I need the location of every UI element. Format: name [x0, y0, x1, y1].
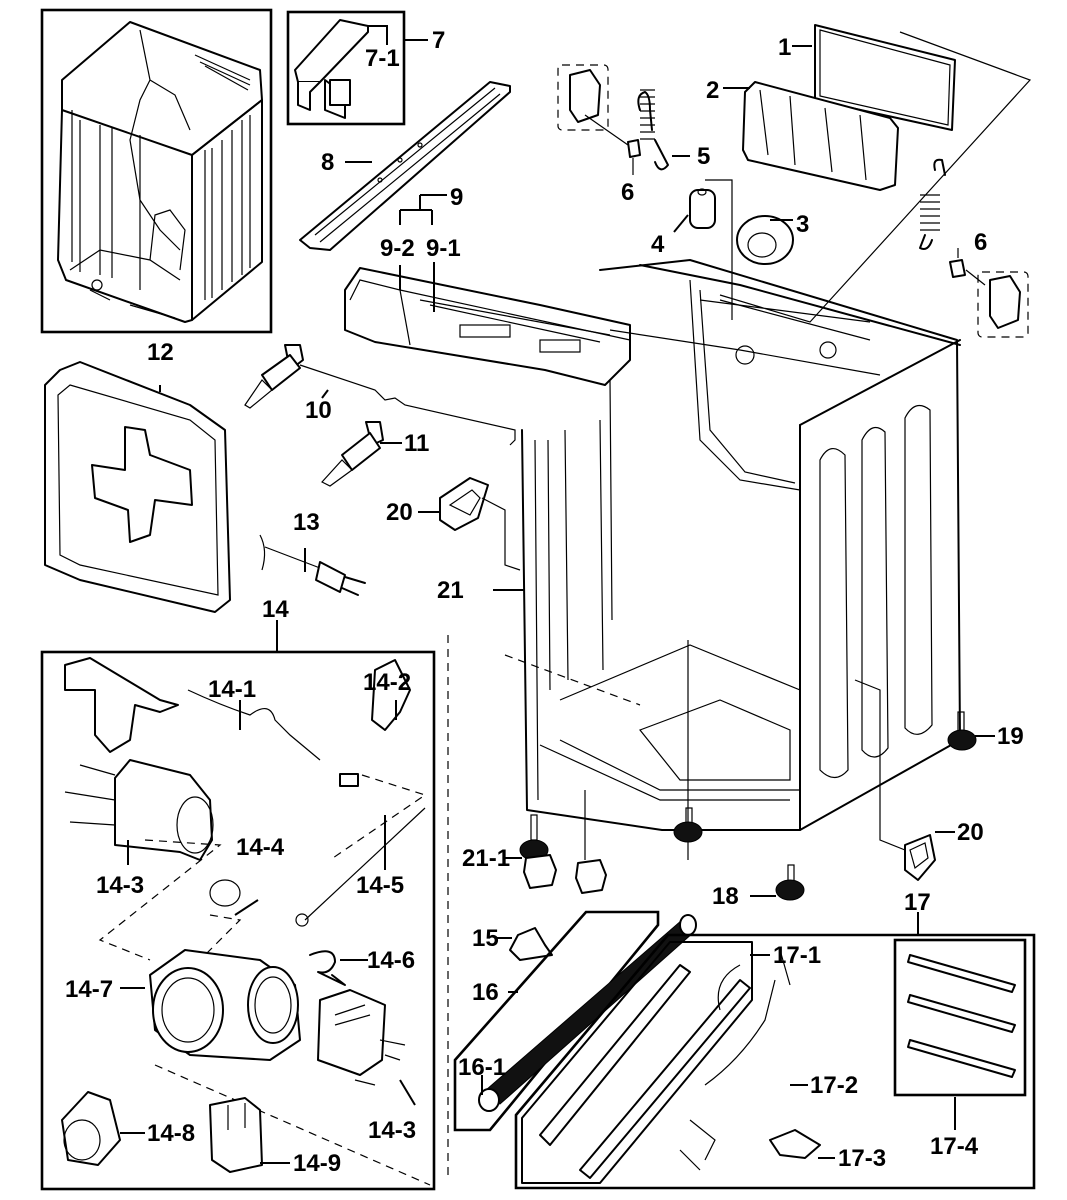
part-20-handle-left: [418, 477, 521, 571]
part-18-leg: [750, 864, 805, 901]
label-20-left: 20: [386, 499, 413, 526]
label-17: 17: [904, 889, 931, 916]
label-14-4: 14-4: [236, 834, 285, 861]
label-5: 5: [697, 143, 710, 170]
part-11-damper: [321, 421, 402, 487]
label-9: 9: [450, 184, 463, 211]
label-14-5: 14-5: [356, 872, 404, 899]
part-14-pump-assembly: [40, 620, 436, 1191]
part-9-control-panel-frame: [344, 194, 631, 386]
inset-frame: [40, 8, 273, 334]
part-12-back-cover: [44, 361, 231, 613]
label-8: 8: [321, 149, 334, 176]
label-2: 2: [706, 77, 719, 104]
callout-labels: 1 2 3 4 5 6 6 7 7-1 8 9 9-1 9-2 10 11 12…: [65, 27, 1024, 1177]
label-16: 16: [472, 979, 499, 1006]
part-7-dispenser-group: [286, 10, 428, 126]
part-10-damper-with-bar: [244, 344, 516, 446]
label-14-7: 14-7: [65, 976, 113, 1003]
part-20-handle-right: [854, 679, 955, 881]
label-9-1: 9-1: [426, 235, 461, 262]
label-10: 10: [305, 397, 332, 424]
part-8-frame-bracket: [299, 81, 511, 251]
label-1: 1: [778, 34, 791, 61]
cabinet-overview-inset: [40, 8, 273, 334]
part-6-spring-holder-left: [557, 64, 641, 175]
label-17-3: 17-3: [838, 1145, 886, 1172]
label-14-3-upper: 14-3: [96, 872, 144, 899]
label-4: 4: [651, 231, 665, 258]
part-7-box: [286, 10, 406, 126]
part-4-capacitor: [673, 179, 733, 320]
part-17-4-box: [893, 938, 1027, 1097]
label-21: 21: [437, 577, 464, 604]
label-17-4: 17-4: [930, 1133, 979, 1160]
label-14: 14: [262, 596, 289, 623]
part-6-spring-holder-right: [919, 158, 1029, 338]
label-15: 15: [472, 925, 499, 952]
label-17-1: 17-1: [773, 942, 821, 969]
part-1-frame: [699, 24, 1032, 323]
label-11: 11: [404, 430, 429, 457]
leg-center: [519, 807, 703, 861]
label-17-2: 17-2: [810, 1072, 858, 1099]
label-14-1: 14-1: [208, 676, 256, 703]
part-2-balance-weight: [723, 81, 899, 191]
label-16-1: 16-1: [458, 1054, 506, 1081]
part-3-bearing-cap: [736, 215, 794, 265]
label-7: 7: [432, 27, 445, 54]
part-21-1-leg-cap: [503, 854, 607, 894]
label-14-3-lower: 14-3: [368, 1117, 416, 1144]
part-19-leg: [947, 711, 995, 751]
label-12: 12: [147, 339, 174, 366]
part-5-spring: [637, 89, 690, 171]
label-13: 13: [293, 509, 320, 536]
label-18: 18: [712, 883, 739, 910]
label-3: 3: [796, 211, 809, 238]
label-21-1: 21-1: [462, 845, 510, 872]
label-6-right: 6: [974, 229, 987, 256]
label-14-2: 14-2: [363, 669, 411, 696]
label-6-left: 6: [621, 179, 634, 206]
part-14-box: [40, 650, 436, 1191]
label-20-right: 20: [957, 819, 984, 846]
label-9-2: 9-2: [380, 235, 415, 262]
part-13-power-cord: [259, 534, 366, 596]
label-14-6: 14-6: [367, 947, 415, 974]
part-15-hose-holder: [495, 927, 553, 961]
label-14-9: 14-9: [293, 1150, 341, 1177]
label-19: 19: [997, 723, 1024, 750]
part-17-bracket-assembly: [514, 912, 1036, 1190]
label-7-1: 7-1: [365, 45, 400, 72]
label-14-8: 14-8: [147, 1120, 195, 1147]
